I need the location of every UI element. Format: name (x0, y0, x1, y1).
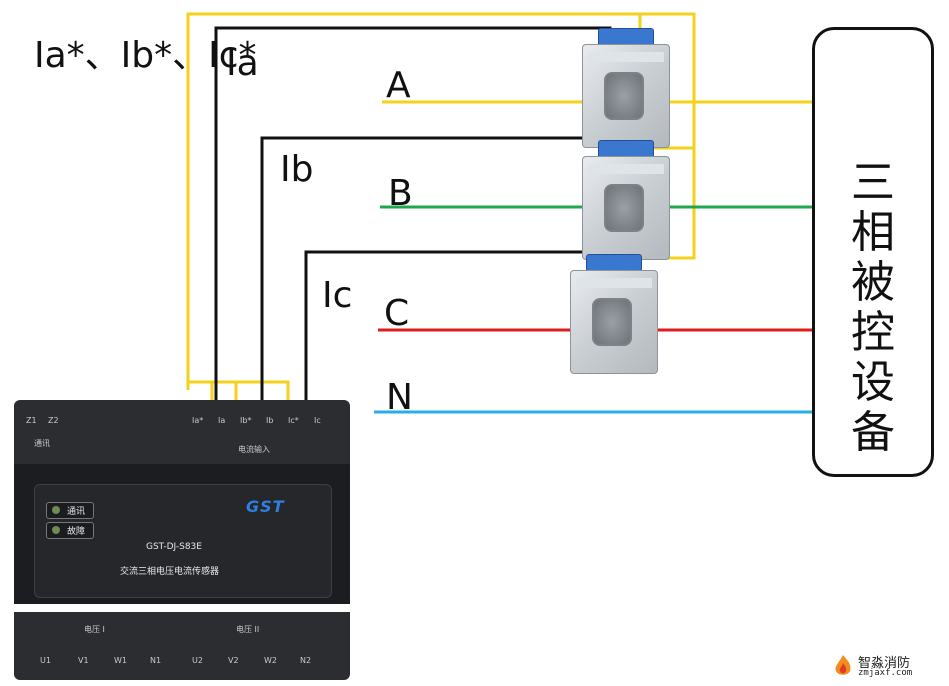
current-transformer-b (582, 140, 670, 260)
yellow-terminal-link (188, 380, 290, 400)
led-fault-indicator (52, 526, 60, 534)
terminal-w2: W2 (264, 656, 277, 665)
controlled-device-label: 三 相 被 控 设 备 (851, 157, 895, 458)
label-ia: Ia (226, 43, 259, 84)
controlled-device-box: 三 相 被 控 设 备 (812, 27, 934, 477)
terminal-v2: V2 (228, 656, 239, 665)
led-fault: 故障 (46, 522, 94, 539)
voltage-group-1-label: 电压 I (84, 625, 105, 634)
label-star-terminals: Ia*、Ib*、Ic* (34, 35, 257, 76)
led-fault-label: 故障 (67, 527, 86, 537)
led-comm: 通讯 (46, 502, 94, 519)
flame-logo-icon (835, 655, 851, 675)
terminal-ia: Ia (218, 416, 226, 425)
terminal-u1: U1 (40, 656, 51, 665)
current-input-label: 电流输入 (238, 445, 270, 454)
watermark-url: zmjaxf.com (858, 668, 913, 678)
ct-window (592, 298, 632, 346)
phase-label-b: B (388, 173, 413, 214)
terminal-ic-star: Ic* (288, 416, 299, 425)
led-comm-label: 通讯 (67, 507, 86, 517)
ct-window (604, 184, 644, 232)
ct-nameplate (588, 52, 664, 62)
phase-label-a: A (386, 65, 411, 106)
phase-conductors (374, 100, 816, 414)
module-top-terminal-strip: Z1 Z2 通讯 Ia* Ia Ib* Ib Ic* Ic 电流输入 (14, 400, 350, 464)
current-transformer-a (582, 28, 670, 148)
sensor-module: Z1 Z2 通讯 Ia* Ia Ib* Ib Ic* Ic 电流输入 通讯 故障… (14, 400, 350, 680)
comm-group-label: 通讯 (34, 439, 50, 448)
terminal-z2: Z2 (48, 416, 59, 425)
terminal-n1: N1 (150, 656, 162, 665)
module-model: GST-DJ-S83E (146, 542, 202, 552)
current-transformer-c (570, 254, 658, 374)
ct-nameplate (576, 278, 652, 288)
terminal-n2: N2 (300, 656, 312, 665)
signal-wires (214, 26, 612, 400)
led-comm-indicator (52, 506, 60, 514)
black-wire-ib (260, 136, 612, 400)
terminal-ib-star: Ib* (240, 416, 252, 425)
watermark-name: 智淼消防 (858, 656, 911, 671)
phase-label-n: N (386, 377, 413, 418)
terminal-ic: Ic (314, 416, 321, 425)
terminal-v1: V1 (78, 656, 89, 665)
phase-label-c: C (384, 293, 410, 334)
label-ib: Ib (280, 149, 314, 190)
ct-nameplate (588, 164, 664, 174)
terminal-ib: Ib (266, 416, 274, 425)
module-name: 交流三相电压电流传感器 (120, 567, 220, 577)
watermark: 智淼消防 zmjaxf.com (832, 650, 942, 680)
label-ic: Ic (322, 275, 353, 316)
ct-window (604, 72, 644, 120)
terminal-w1: W1 (114, 656, 127, 665)
voltage-group-2-label: 电压 II (236, 625, 260, 634)
terminal-ia-star: Ia* (192, 416, 204, 425)
black-wire-ia (214, 26, 612, 400)
brand-logo: GST (246, 497, 285, 516)
terminal-z1: Z1 (26, 416, 37, 425)
module-bottom-terminal-strip: 电压 I 电压 II U1 V1 W1 N1 U2 V2 W2 N2 (14, 612, 350, 680)
terminal-u2: U2 (192, 656, 203, 665)
